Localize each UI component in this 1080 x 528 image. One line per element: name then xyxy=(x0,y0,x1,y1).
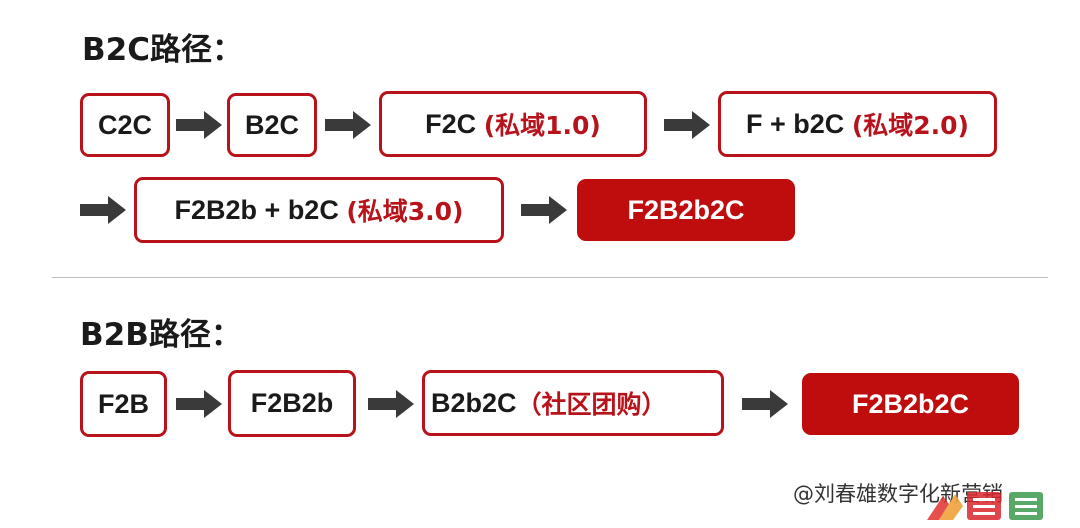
step-label: B2b2C xyxy=(431,387,517,418)
step-label: F2B2b xyxy=(250,388,334,418)
arrow-right-icon xyxy=(742,390,788,418)
step-note: （社区团购） xyxy=(516,390,667,419)
arrow-right-icon xyxy=(176,390,222,418)
arrow-right-icon xyxy=(664,111,710,139)
arrow-right-icon xyxy=(368,390,414,418)
step-label: F2B xyxy=(97,388,149,419)
b2c-step-f2b2b-b2c: F2B2b + b2C (私域3.0) xyxy=(134,177,504,243)
step-note: (私域3.0) xyxy=(346,197,464,226)
arrow-right-icon xyxy=(80,196,126,224)
step-label: F + b2C xyxy=(746,108,852,139)
arrow-right-icon xyxy=(521,196,567,224)
step-note: (私域2.0) xyxy=(851,111,969,140)
b2b-step-f2b: F2B xyxy=(80,371,167,437)
section-divider xyxy=(52,277,1048,278)
b2c-step-b2c: B2C xyxy=(227,93,317,157)
b2b-step-final: F2B2b2C xyxy=(802,373,1019,435)
arrow-right-icon xyxy=(325,111,371,139)
step-label: F2C xyxy=(425,108,484,139)
b2c-title: B2C路径： xyxy=(82,32,243,68)
b2c-step-f-b2c: F + b2C (私域2.0) xyxy=(718,91,997,157)
b2b-step-b2b2c: B2b2C（社区团购） xyxy=(422,370,724,436)
step-label: B2C xyxy=(244,109,299,140)
step-note: (私域1.0) xyxy=(483,111,601,140)
b2b-step-f2b2b: F2B2b xyxy=(228,370,356,437)
logo-icon xyxy=(925,478,1055,523)
b2b-title: B2B路径： xyxy=(80,317,242,353)
b2c-step-final: F2B2b2C xyxy=(577,179,795,241)
step-label: F2B2b2C xyxy=(627,194,745,225)
step-label: F2B2b2C xyxy=(851,388,970,419)
b2c-step-f2c: F2C (私域1.0) xyxy=(379,91,647,157)
step-label: F2B2b + b2C xyxy=(174,194,347,225)
b2c-step-c2c: C2C xyxy=(80,93,170,157)
step-label: C2C xyxy=(97,109,152,140)
arrow-right-icon xyxy=(176,111,222,139)
